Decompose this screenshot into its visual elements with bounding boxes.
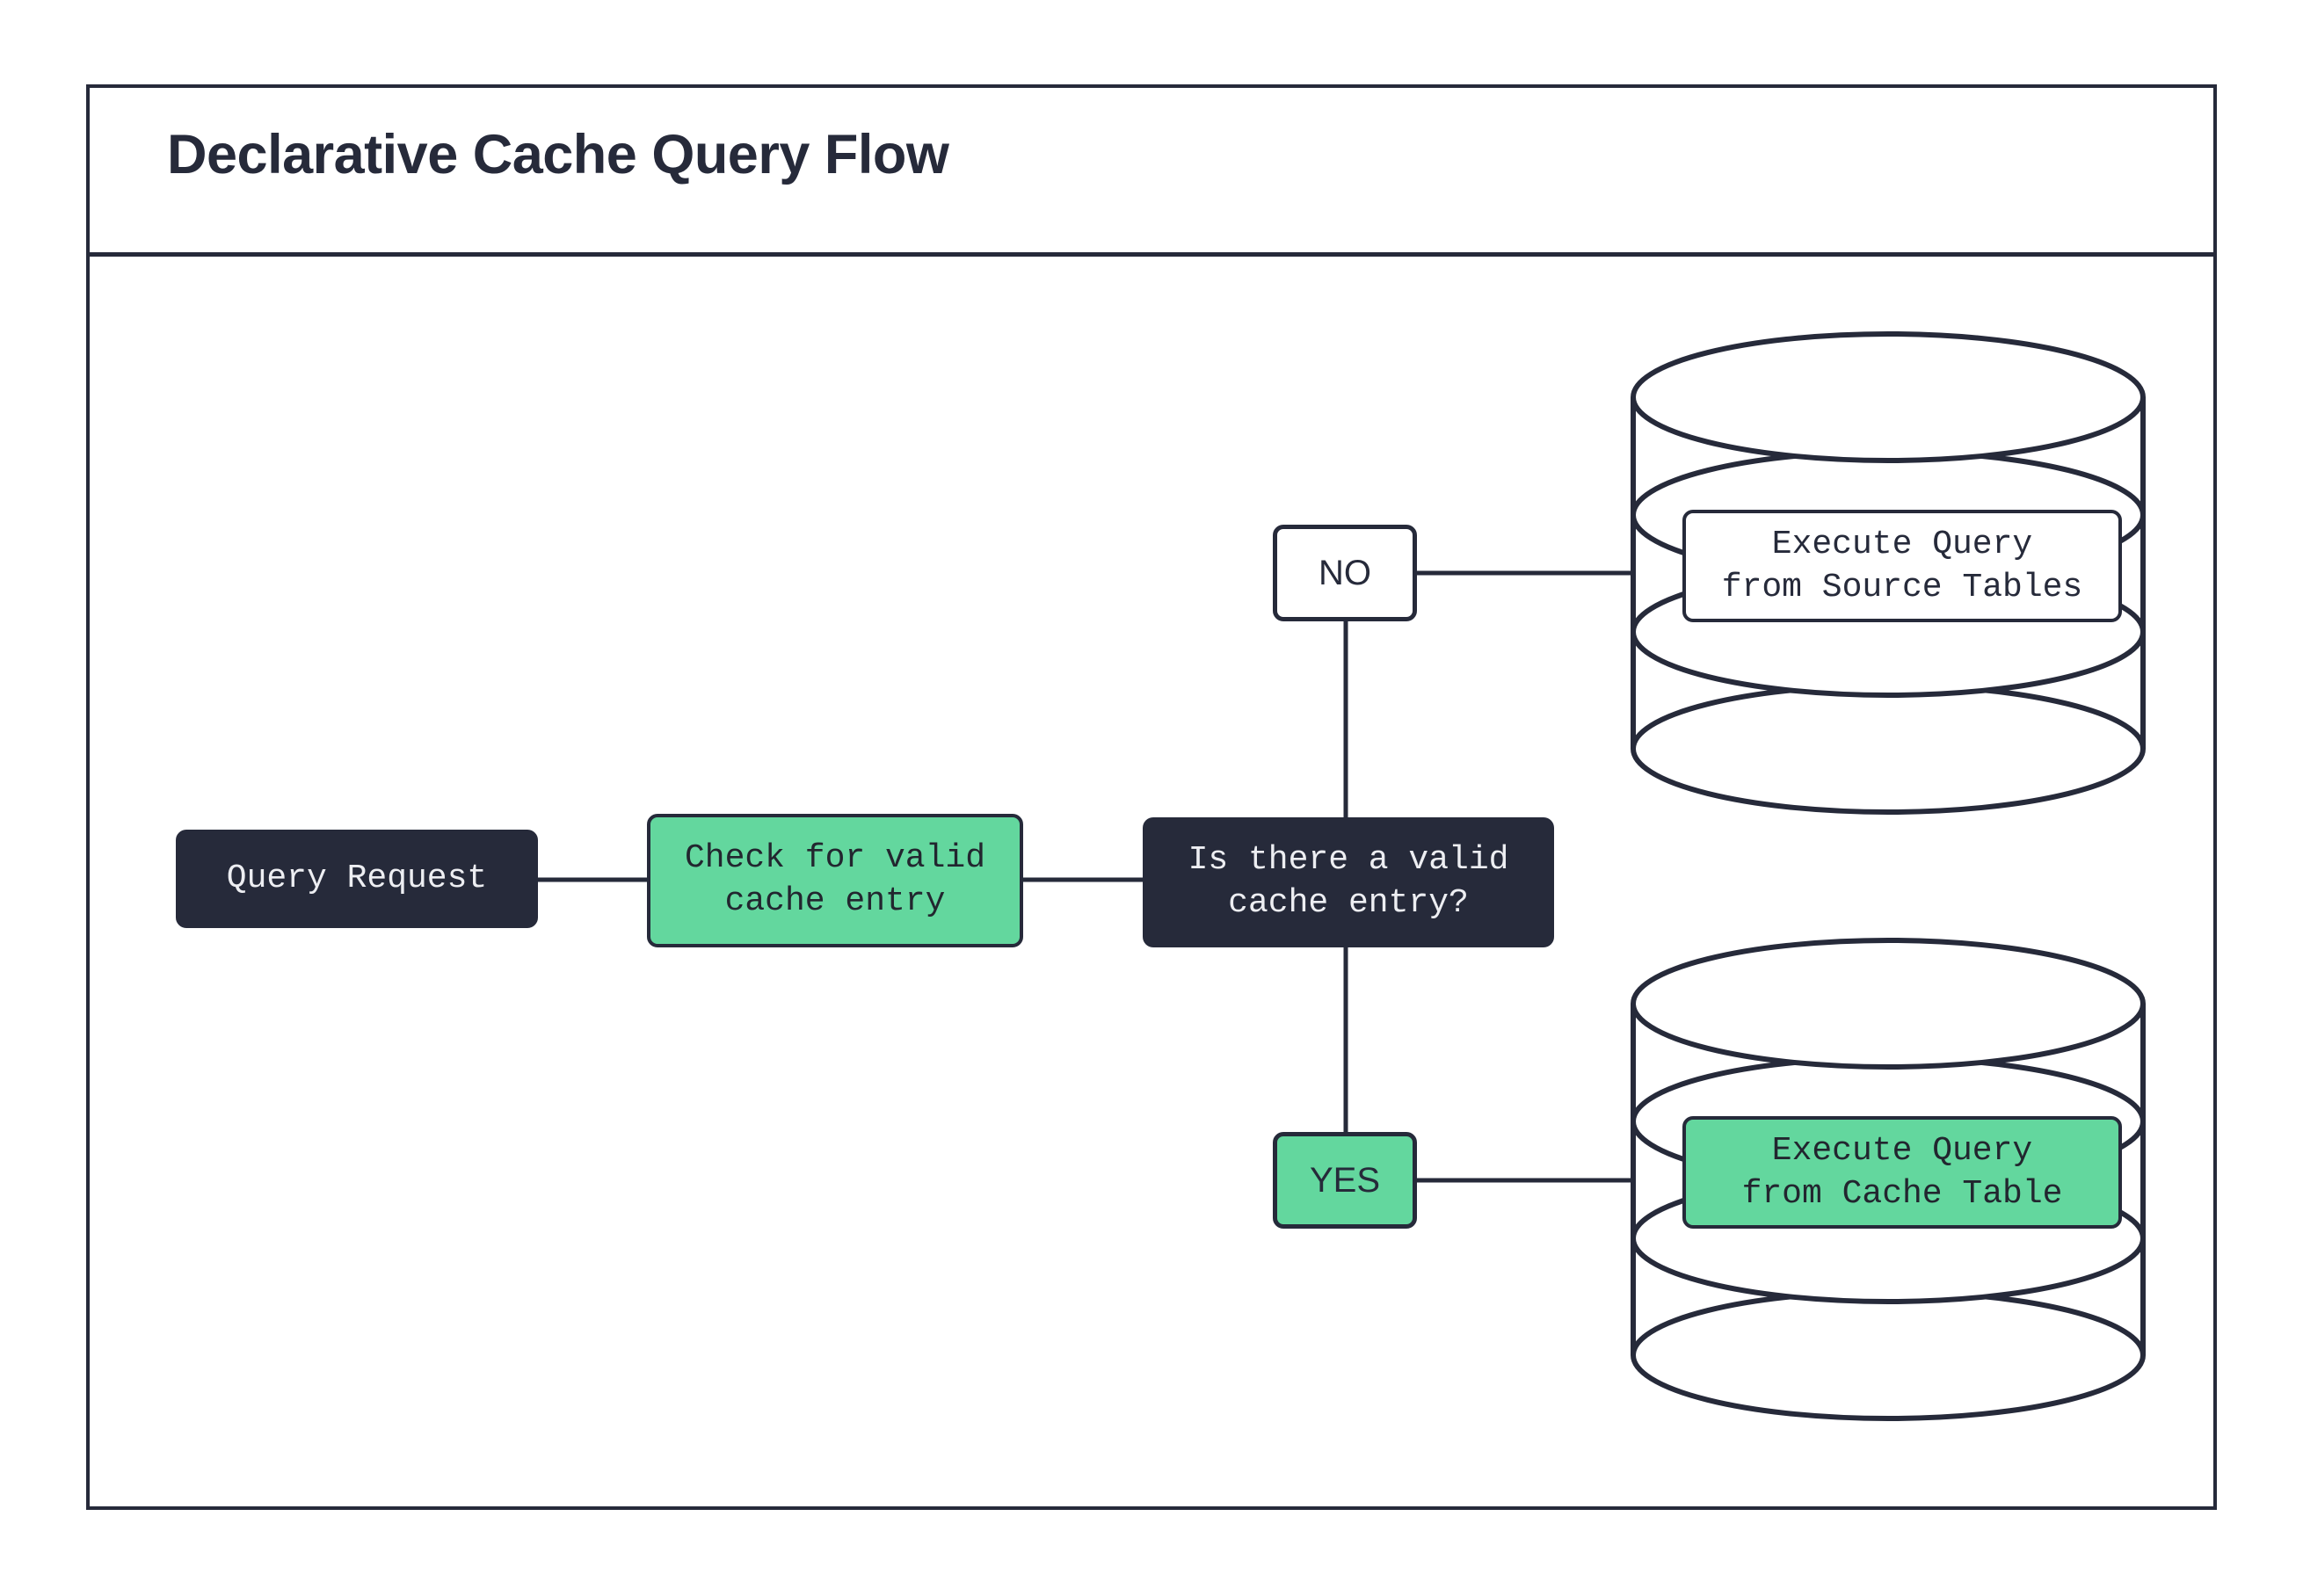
diagram-frame	[86, 84, 2217, 1510]
node-query-request[interactable]: Query Request	[176, 830, 538, 928]
page-title: Declarative Cache Query Flow	[167, 124, 949, 185]
db-source-label[interactable]: Execute Query from Source Tables	[1682, 510, 2122, 622]
node-decision-valid-cache[interactable]: Is there a valid cache entry?	[1143, 817, 1554, 947]
diagram-header-band	[86, 84, 2217, 257]
db-cache-label[interactable]: Execute Query from Cache Table	[1682, 1116, 2122, 1229]
node-check-cache[interactable]: Check for valid cache entry	[647, 814, 1023, 947]
branch-label-yes[interactable]: YES	[1273, 1132, 1417, 1229]
branch-label-no[interactable]: NO	[1273, 525, 1417, 621]
